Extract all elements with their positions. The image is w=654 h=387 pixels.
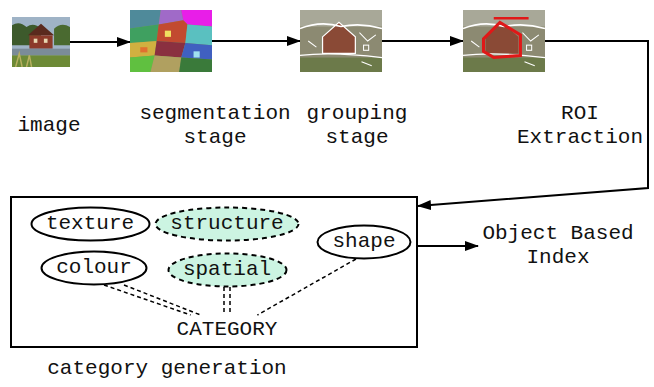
feature-ellipse: shape [316, 224, 412, 260]
feature-text: spatial [183, 258, 271, 282]
flow-arrow [418, 245, 478, 247]
stage-label: image [4, 114, 94, 138]
feature-text: structure [170, 212, 283, 236]
feature-text: colour [56, 256, 132, 280]
category-label: CATEGORY [177, 318, 278, 342]
output-text: Object Based Index [478, 222, 638, 270]
ellipse-shape [168, 254, 286, 287]
grouping-thumbnail [300, 10, 382, 72]
output-label: Object Based Index [478, 222, 638, 270]
feature-text: shape [332, 230, 395, 254]
dashed-link [223, 287, 225, 315]
ellipse-shape [31, 208, 149, 241]
dashed-link [124, 285, 201, 315]
roi-stage: ROI Extraction [463, 10, 545, 72]
segmentation-thumbnail [130, 10, 212, 72]
feature-ellipse: spatial [167, 252, 288, 288]
photo-thumbnail [12, 17, 70, 67]
ellipse-shape [156, 208, 299, 241]
category-box: category generationtexturestructureshape… [10, 196, 418, 348]
flow-arrow [418, 41, 648, 206]
stage-label: grouping stage [295, 102, 420, 150]
stage-label: segmentation stage [128, 102, 303, 150]
roi-thumbnail [463, 10, 545, 72]
flow-arrow [212, 40, 300, 42]
feature-ellipse: structure [154, 206, 300, 242]
flow-arrow [382, 40, 463, 42]
dashed-link [229, 287, 231, 315]
stage-label: category generation [17, 357, 317, 381]
stage-label: ROI Extraction [510, 102, 650, 150]
image-stage: image [12, 17, 70, 67]
ellipse-shape [318, 226, 411, 259]
dashed-link [104, 285, 191, 315]
ellipse-shape [42, 252, 147, 285]
segmentation-stage: segmentation stage [130, 10, 212, 72]
feature-text: texture [46, 212, 134, 236]
feature-ellipse: texture [30, 206, 151, 242]
flow-arrow [70, 41, 130, 43]
grouping-stage: grouping stage [300, 10, 382, 72]
feature-ellipse: colour [40, 250, 148, 286]
